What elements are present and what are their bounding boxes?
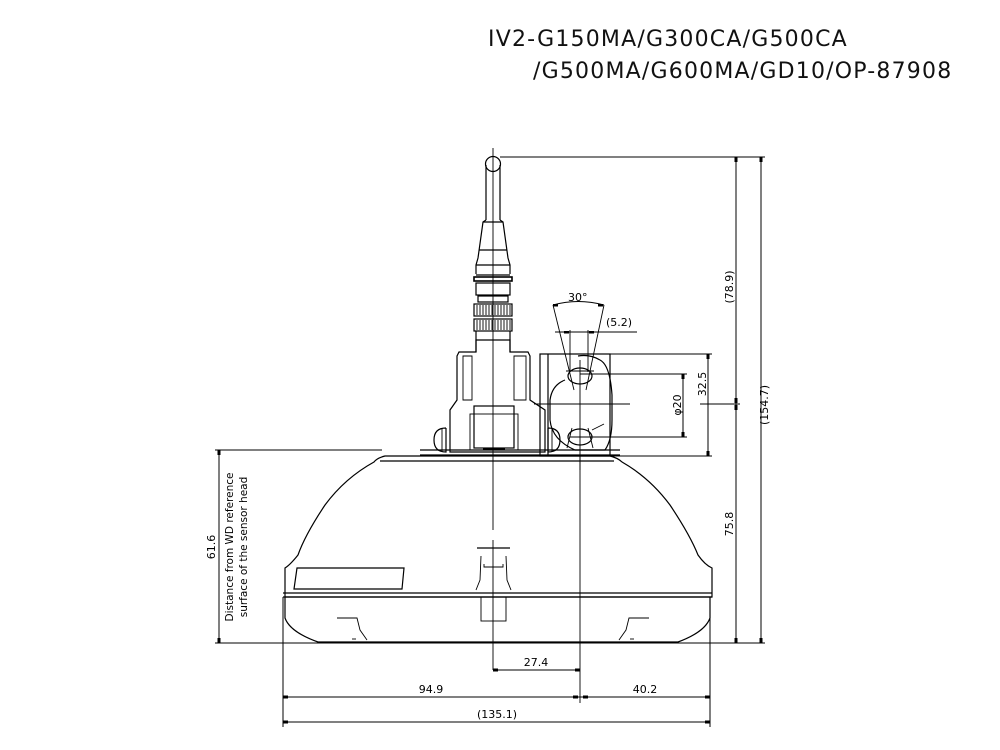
- note-wd-line-1: Distance from WD reference: [224, 473, 236, 622]
- note-wd-line-2: surface of the sensor head: [238, 477, 250, 618]
- dim-center-offset: 27.4: [524, 656, 549, 669]
- dim-slot-width: (5.2): [606, 316, 632, 329]
- dim-bracket-height: 32.5: [696, 372, 709, 397]
- dim-head-height: 75.8: [723, 512, 736, 537]
- dim-total-width: (135.1): [477, 708, 517, 721]
- mounting-bracket: [539, 304, 613, 470]
- dim-left-width: 94.9: [419, 683, 444, 696]
- dim-top-height: (78.9): [723, 270, 736, 303]
- dim-angle: 30°: [568, 291, 588, 304]
- dimension-labels: 30° (5.2) φ20 32.5 (78.9) 75.8 (154.7) 6…: [205, 270, 771, 721]
- connector-housing: [420, 339, 620, 456]
- dim-hole-pitch: φ20: [671, 394, 684, 415]
- dim-right-width: 40.2: [633, 683, 658, 696]
- dimension-lines: [215, 156, 765, 727]
- center-lines: [492, 148, 630, 703]
- dim-total-height: (154.7): [758, 385, 771, 425]
- dim-wd-distance: 61.6: [205, 535, 218, 560]
- drawing-title-line-1: IV2-G150MA/G300CA/G500CA: [488, 27, 848, 52]
- drawing-title-line-2: /G500MA/G600MA/GD10/OP-87908: [533, 59, 953, 84]
- sensor-head: [283, 455, 713, 643]
